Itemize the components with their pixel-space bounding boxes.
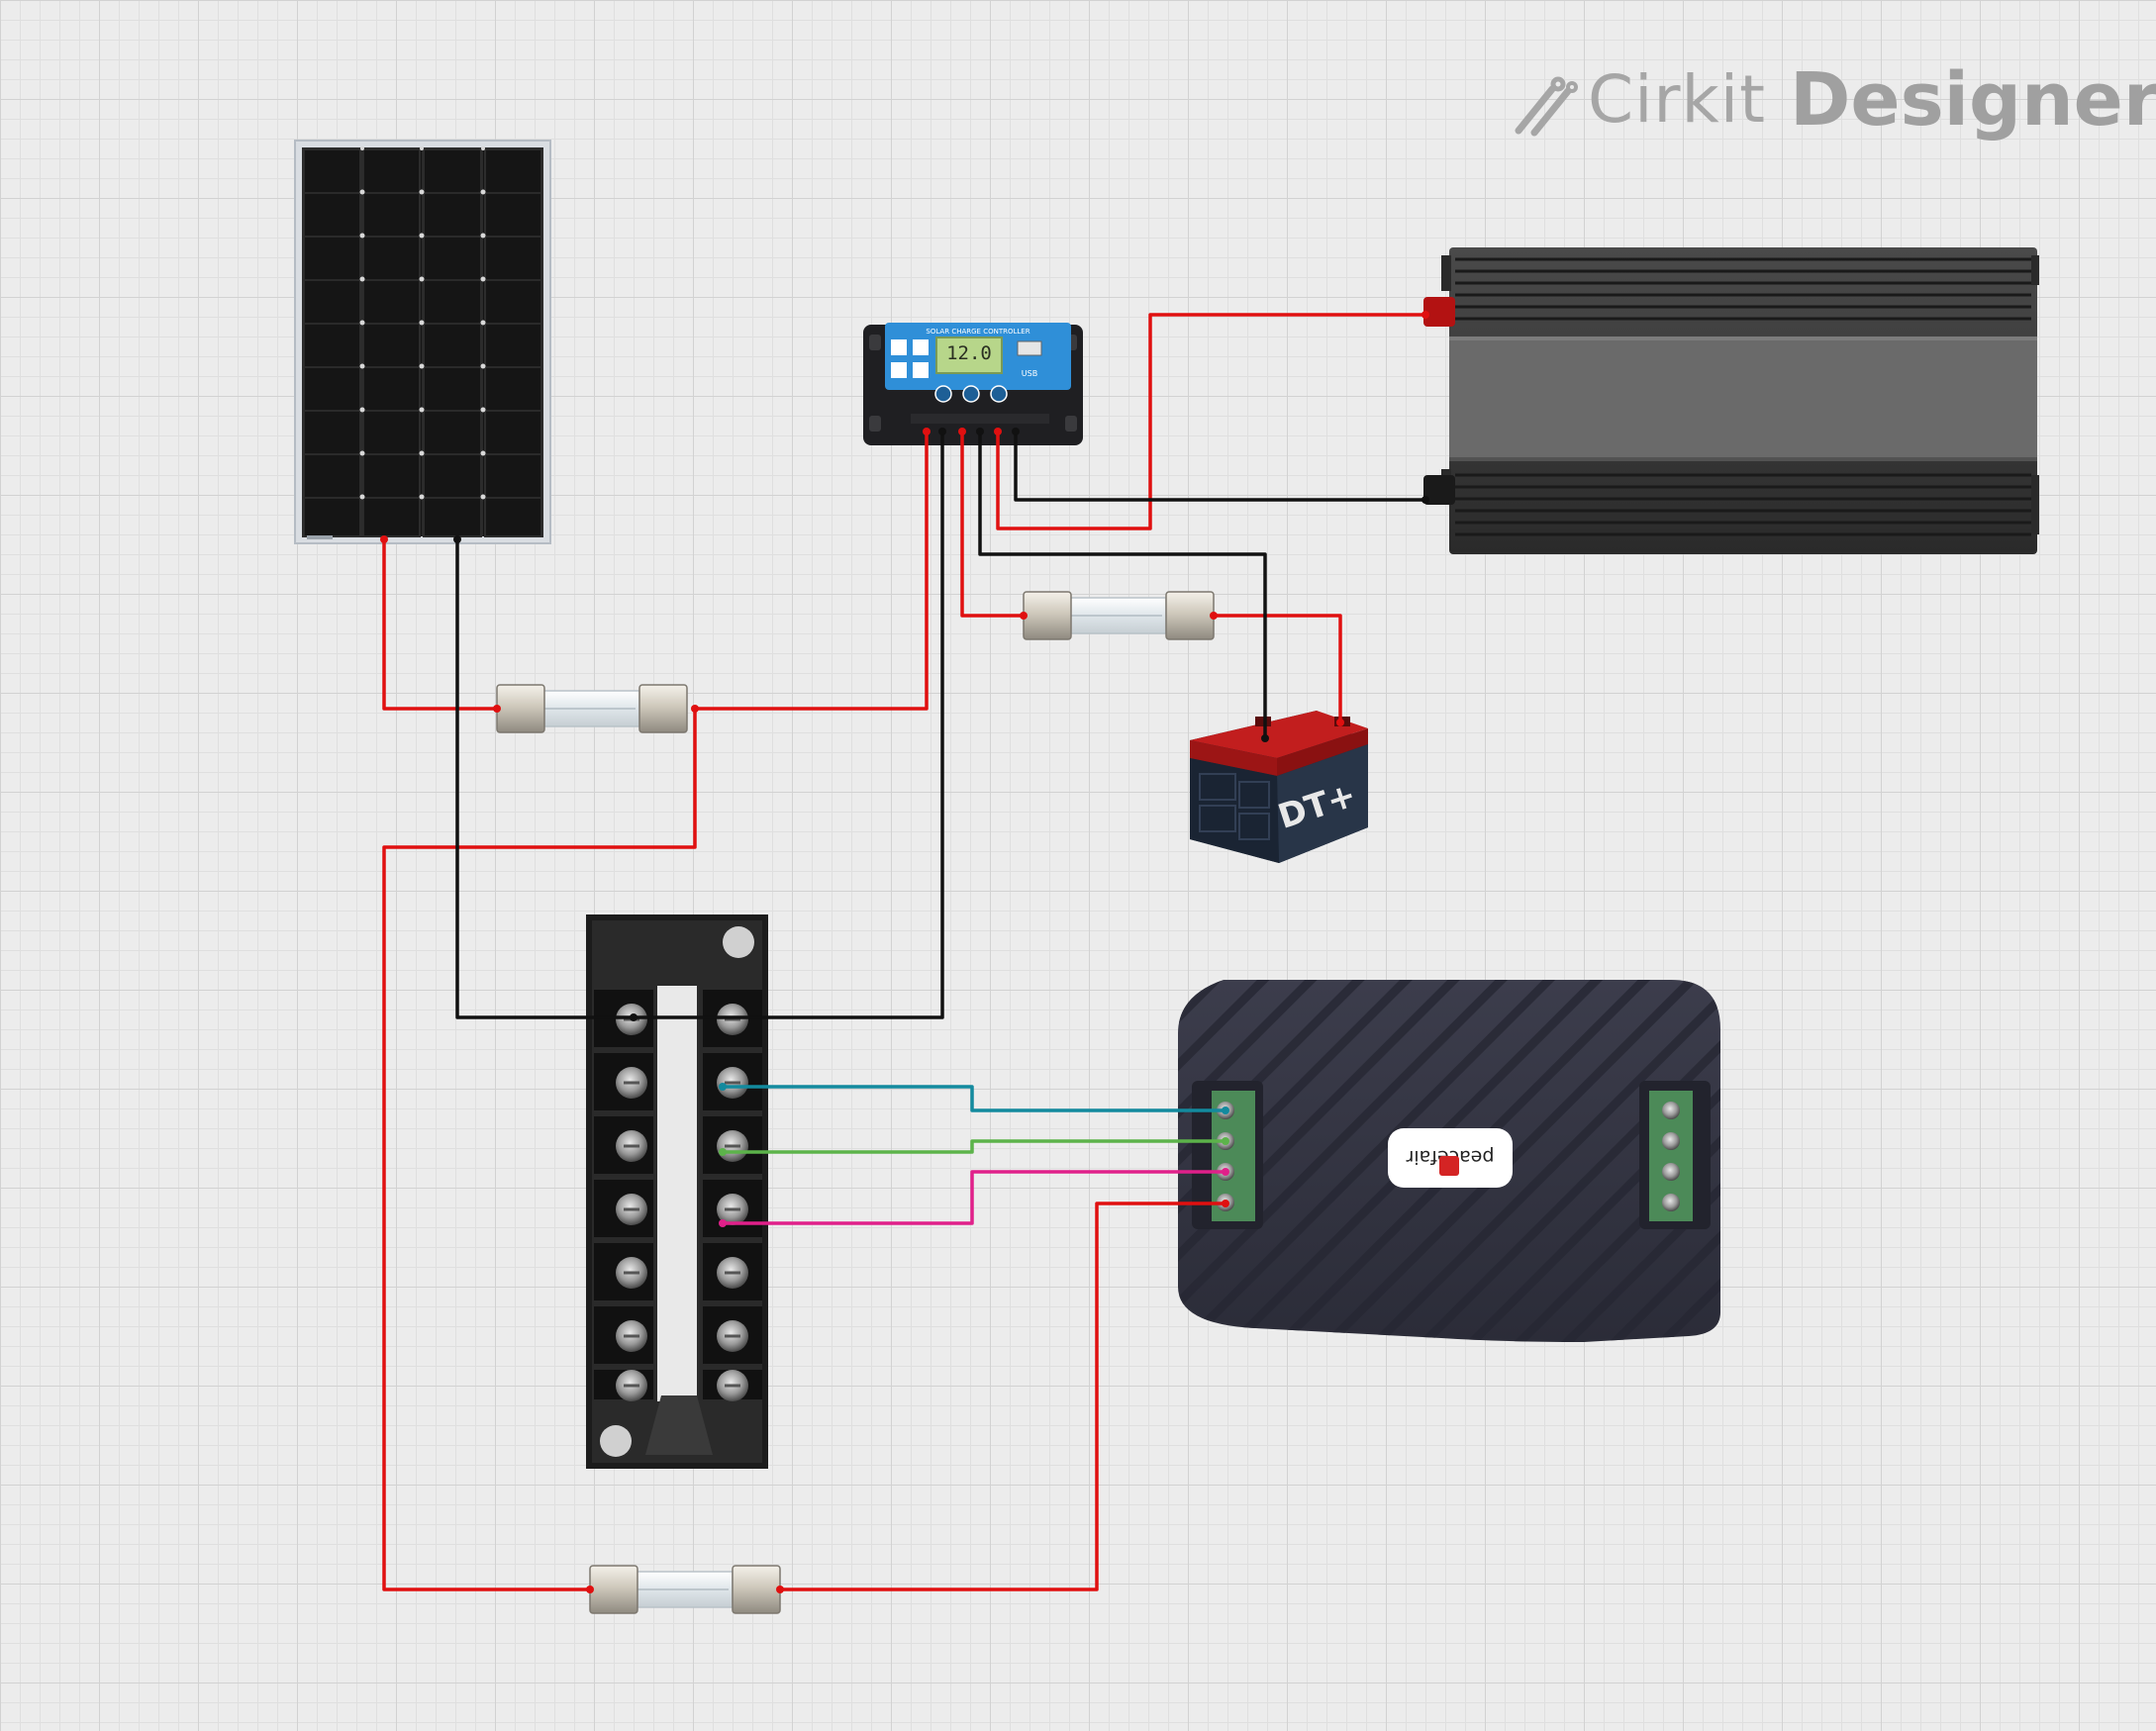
wire-signal-green[interactable] [721, 1139, 1227, 1154]
wire-panel-positive[interactable] [382, 537, 499, 711]
fuse-battery-icon[interactable] [1023, 591, 1215, 640]
car-battery-icon[interactable]: DT+ [1190, 711, 1368, 863]
fuse-meter-icon[interactable] [589, 1565, 781, 1614]
controller-header: SOLAR CHARGE CONTROLLER [926, 328, 1029, 336]
wire-signal-pink[interactable] [721, 1170, 1227, 1225]
solar-panel-icon[interactable] [294, 140, 551, 544]
fuse-solar-icon[interactable] [496, 684, 688, 733]
wire-controller-load-negative[interactable] [1014, 430, 1427, 502]
wire-fuse-to-controller-pv-positive[interactable] [693, 430, 929, 711]
power-inverter-icon[interactable] [1423, 247, 2039, 554]
wire-fuse-to-battery-positive[interactable] [1212, 614, 1342, 724]
solar-charge-controller-icon[interactable]: SOLAR CHARGE CONTROLLER 12.0 USB [863, 323, 1083, 445]
controller-button-down[interactable] [990, 385, 1008, 403]
controller-button-menu[interactable] [934, 385, 952, 403]
controller-usb-label: USB [1022, 369, 1037, 378]
brand-word-cirkit: Cirkit [1588, 61, 1766, 138]
power-meter-icon[interactable]: peacefair [1178, 980, 1720, 1342]
terminal-block-icon[interactable] [586, 914, 768, 1469]
wire-signal-blue[interactable] [721, 1085, 1227, 1112]
brand-word-designer: Designer [1790, 57, 2156, 143]
wire-controller-load-positive[interactable] [996, 313, 1427, 530]
controller-display-value: 12.0 [946, 342, 992, 364]
controller-button-up[interactable] [962, 385, 980, 403]
wire-panel-negative[interactable] [455, 430, 944, 1019]
wire-controller-battery-positive[interactable] [960, 430, 1026, 618]
wire-meter-fuse-to-meter[interactable] [778, 1202, 1227, 1591]
wire-controller-battery-negative[interactable] [978, 430, 1267, 740]
wire-endpoints [380, 311, 1429, 1593]
wire-fuse-to-meter-fuse[interactable] [382, 707, 697, 1591]
cirkit-logo-icon [1515, 76, 1578, 137]
